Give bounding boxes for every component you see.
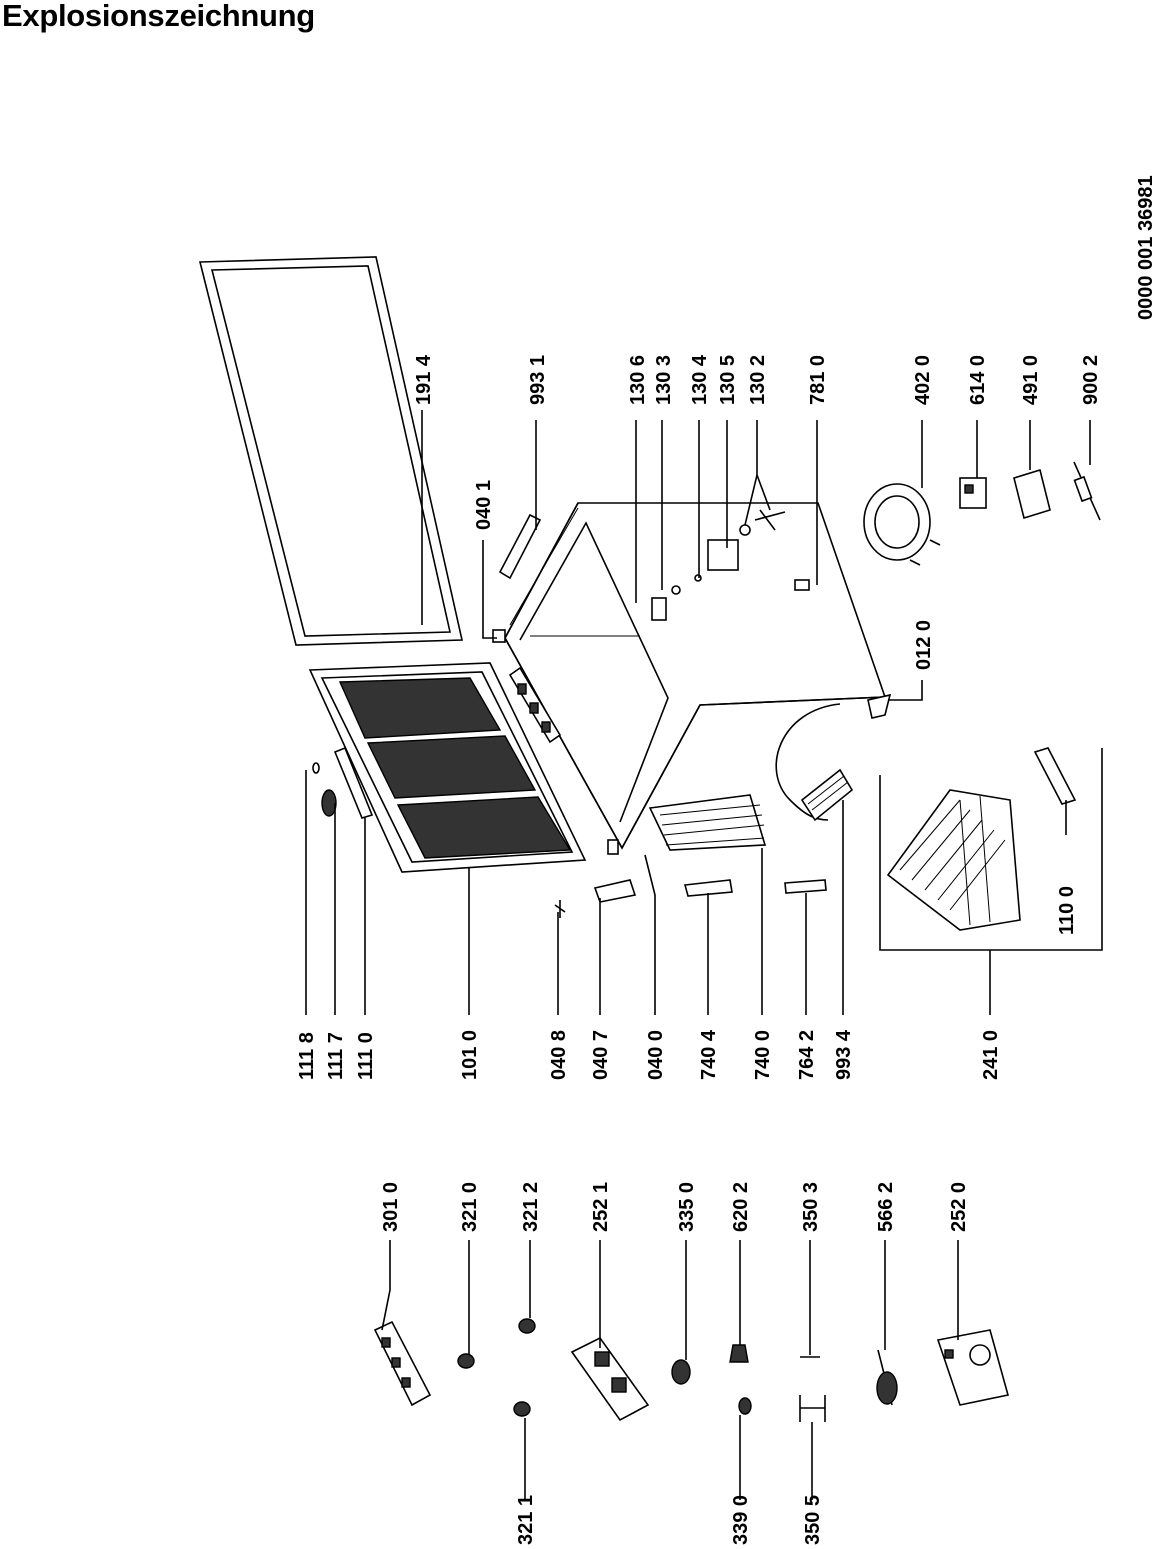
label-3210: 321 0 bbox=[459, 1182, 481, 1232]
wire-basket bbox=[886, 789, 1021, 931]
label-1305: 130 5 bbox=[717, 355, 739, 405]
bracket-0401 bbox=[492, 629, 506, 643]
knob-3390 bbox=[738, 1397, 752, 1415]
label-0120: 012 0 bbox=[913, 620, 935, 670]
label-2521: 252 1 bbox=[590, 1182, 612, 1232]
leader-lines bbox=[305, 410, 1103, 1500]
knob-3212 bbox=[518, 1318, 536, 1334]
label-7642: 764 2 bbox=[796, 1030, 818, 1080]
coil-5662 bbox=[876, 1349, 898, 1406]
starter-relay bbox=[959, 477, 987, 509]
compressor bbox=[863, 483, 941, 566]
cable-part bbox=[1073, 461, 1101, 521]
label-2410: 241 0 bbox=[980, 1030, 1002, 1080]
label-1110: 111 0 bbox=[355, 1032, 377, 1080]
label-6202: 620 2 bbox=[730, 1182, 752, 1232]
label-5662: 566 2 bbox=[875, 1182, 897, 1232]
label-4910: 491 0 bbox=[1020, 355, 1042, 405]
lid-panel bbox=[308, 662, 587, 873]
label-6140: 614 0 bbox=[967, 355, 989, 405]
cabinet-control-panel bbox=[508, 666, 562, 744]
label-1304: 130 4 bbox=[689, 354, 711, 405]
lamp-6202 bbox=[729, 1344, 749, 1363]
thermostat-housing-2521 bbox=[570, 1336, 650, 1422]
label-0408: 040 8 bbox=[548, 1030, 570, 1080]
label-3390: 339 0 bbox=[730, 1495, 752, 1545]
knob-3211 bbox=[513, 1401, 531, 1417]
label-1302: 130 2 bbox=[747, 355, 769, 405]
cabinet-small-parts bbox=[651, 509, 810, 621]
knob-3210 bbox=[457, 1353, 475, 1369]
label-3010: 301 0 bbox=[380, 1182, 402, 1232]
lid-frame bbox=[198, 256, 463, 646]
capacitor-box bbox=[1013, 468, 1051, 520]
page-title: Explosionszeichnung bbox=[2, 0, 315, 33]
document-number: 0000 001 36981 bbox=[1135, 175, 1157, 320]
lower-small-parts bbox=[554, 839, 827, 918]
label-3503: 350 3 bbox=[800, 1182, 822, 1232]
top-grille bbox=[498, 513, 542, 580]
label-2520: 252 0 bbox=[948, 1182, 970, 1232]
label-1914: 191 4 bbox=[413, 354, 435, 405]
label-7400: 740 0 bbox=[752, 1030, 774, 1080]
label-7810: 781 0 bbox=[807, 355, 829, 405]
label-1118: 111 8 bbox=[296, 1032, 318, 1080]
label-1117: 111 7 bbox=[325, 1032, 347, 1080]
lid-handle bbox=[312, 746, 374, 819]
label-9934: 993 4 bbox=[833, 1029, 855, 1080]
label-3212: 321 2 bbox=[520, 1182, 542, 1232]
label-0407: 040 7 bbox=[590, 1030, 612, 1080]
label-3505: 350 5 bbox=[802, 1495, 824, 1545]
label-1010: 101 0 bbox=[459, 1030, 481, 1080]
label-1306: 130 6 bbox=[627, 355, 649, 405]
label-1100: 110 0 bbox=[1056, 886, 1078, 935]
label-9931: 993 1 bbox=[527, 355, 549, 405]
label-4020: 402 0 bbox=[912, 355, 934, 405]
label-9002: 900 2 bbox=[1080, 355, 1102, 405]
label-7404: 740 4 bbox=[698, 1029, 720, 1080]
label-3211: 321 1 bbox=[515, 1495, 537, 1545]
ventilation-grille bbox=[800, 768, 854, 822]
control-panel-3010 bbox=[373, 1320, 432, 1407]
part-labels: 191 4 993 1 130 6 130 3 130 4 130 5 130 … bbox=[296, 354, 1102, 1545]
label-0400: 040 0 bbox=[645, 1030, 667, 1080]
label-0401: 040 1 bbox=[473, 480, 495, 530]
spring-3350 bbox=[671, 1359, 691, 1385]
condenser-coil bbox=[648, 794, 767, 851]
label-3350: 335 0 bbox=[676, 1182, 698, 1232]
hinge-part bbox=[867, 693, 892, 719]
thermostat-2520 bbox=[936, 1329, 1009, 1406]
clip-3505 bbox=[799, 1395, 826, 1422]
basket-divider bbox=[1033, 747, 1077, 805]
label-1303: 130 3 bbox=[653, 355, 675, 405]
